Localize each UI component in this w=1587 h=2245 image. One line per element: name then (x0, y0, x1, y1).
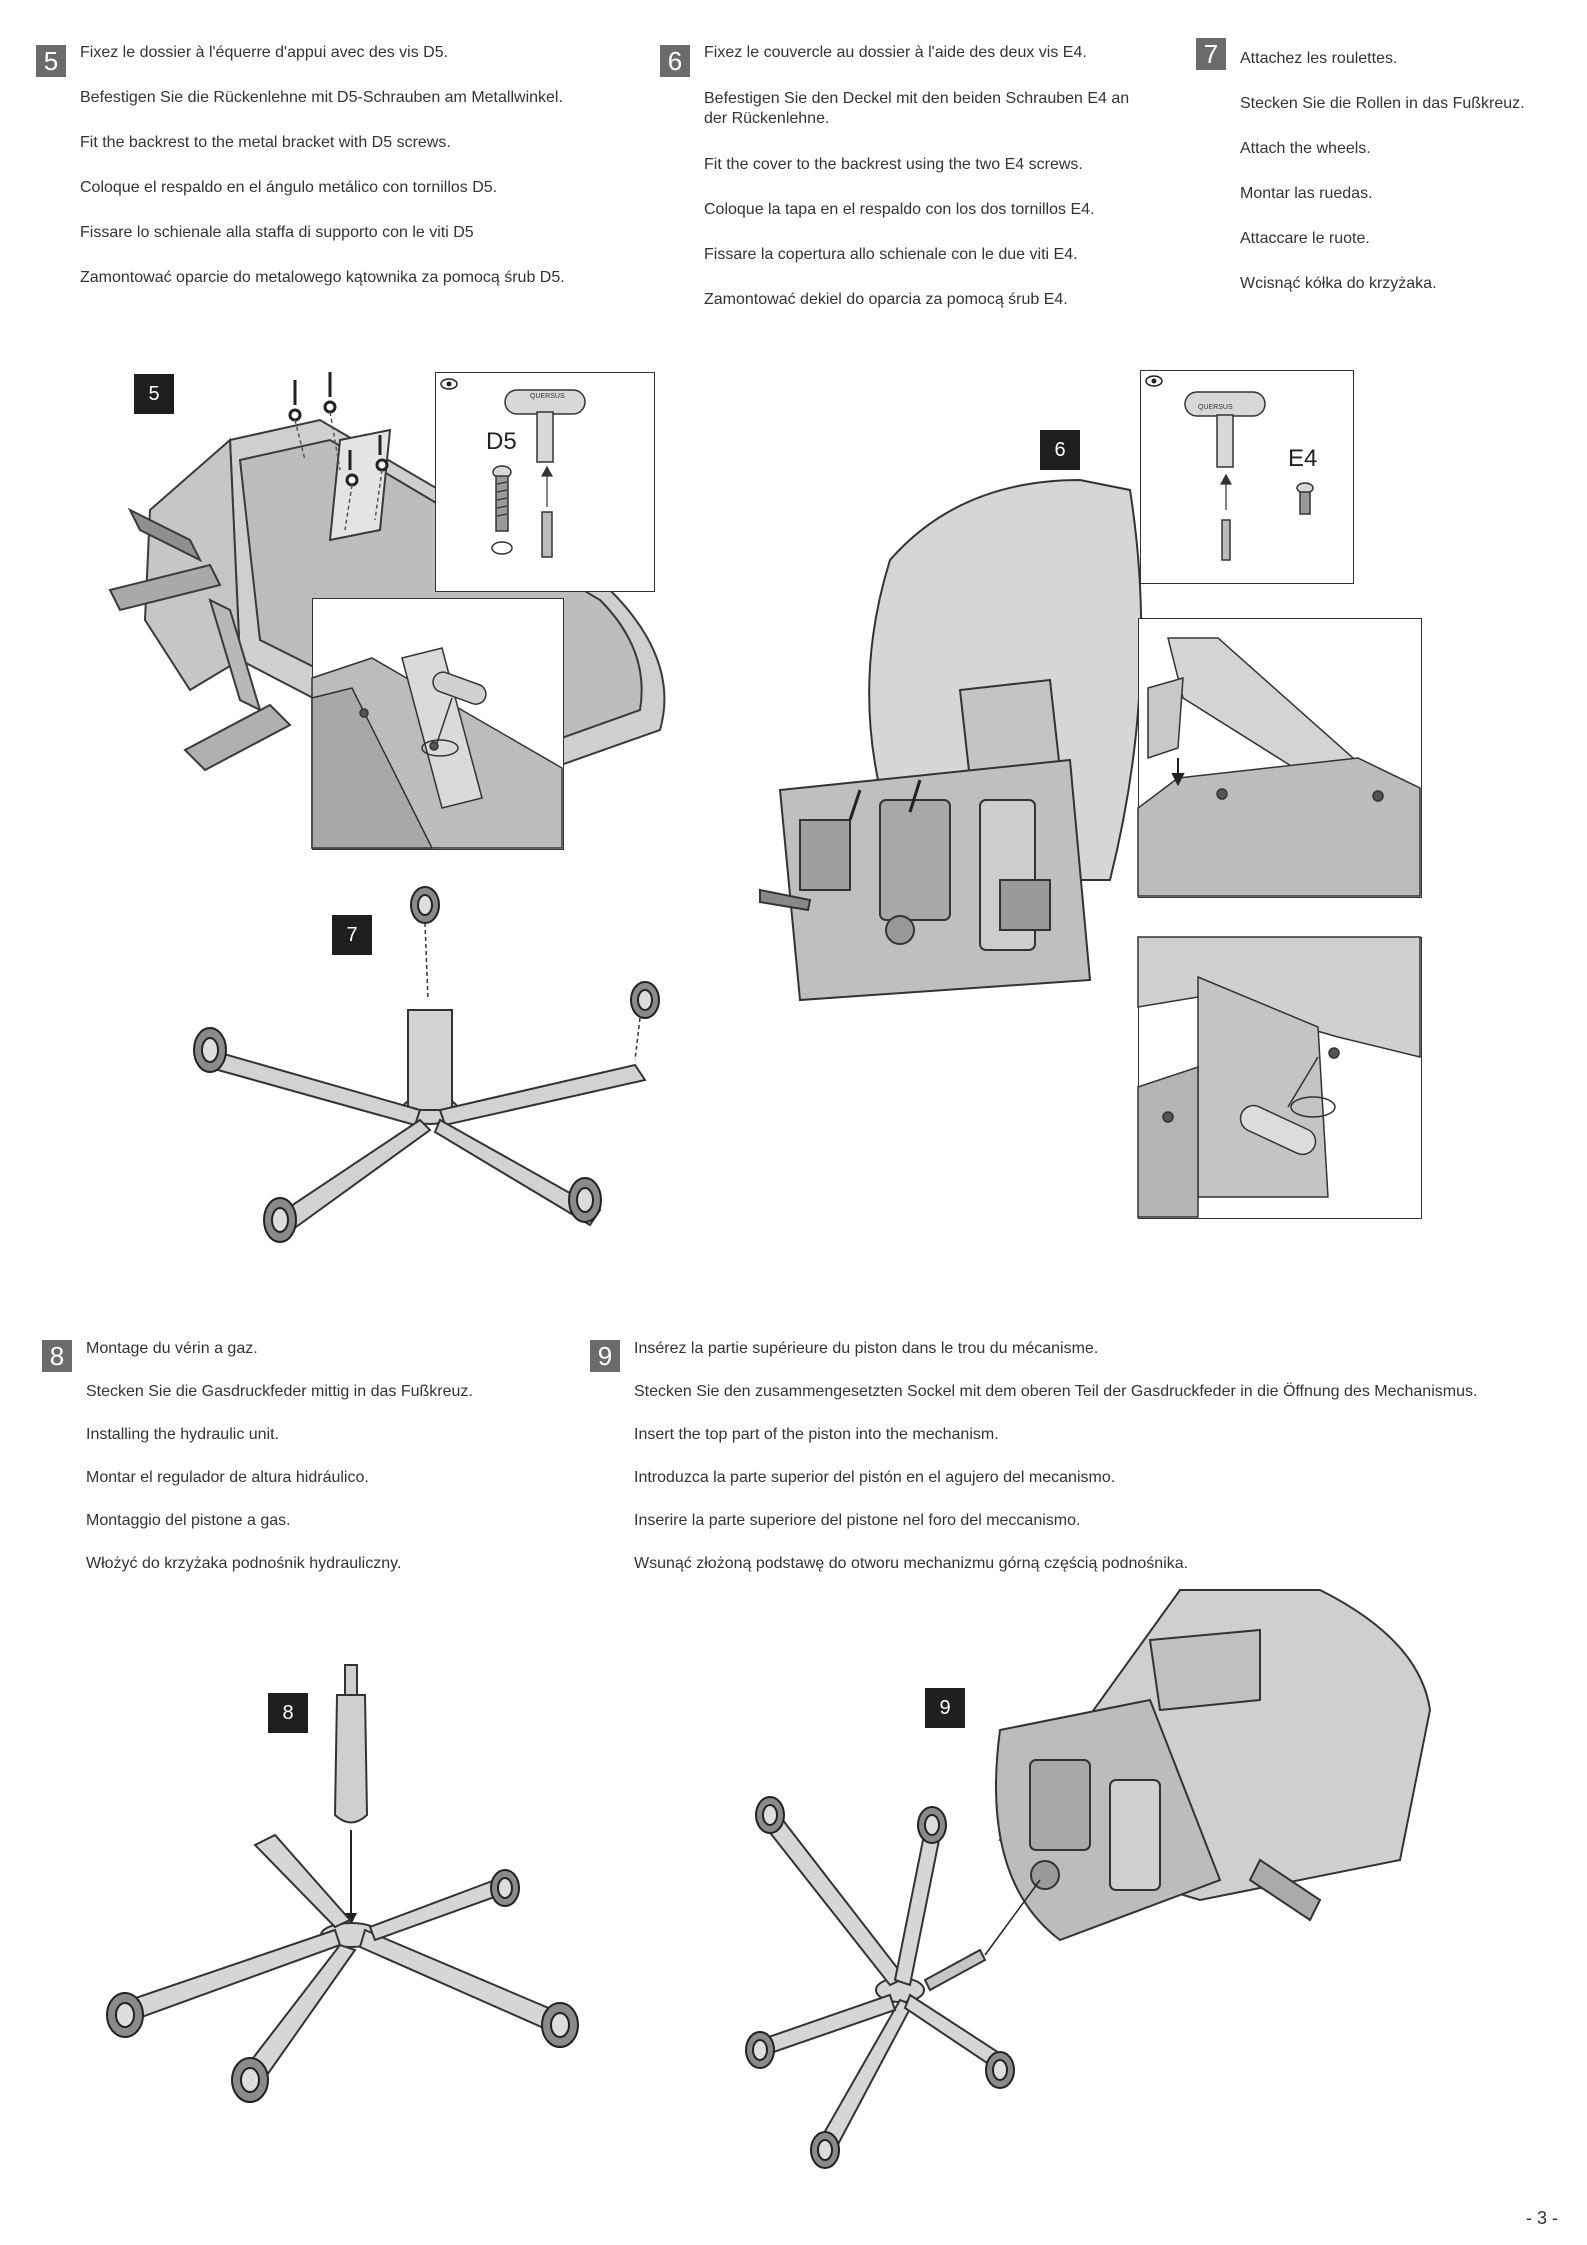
step-7-text-fr: Attachez les roulettes. (1240, 50, 1398, 67)
step-9-text-de: Stecken Sie den zusammengesetzten Sockel… (634, 1383, 1478, 1400)
step-9-text-it: Inserire la parte superiore del pistone … (634, 1512, 1081, 1529)
figure-9-assembly-illustration (745, 1589, 1432, 2169)
step-7-badge: 7 (1196, 38, 1226, 70)
step-5-text-pl: Zamontować oparcie do metalowego kątowni… (80, 269, 565, 286)
figure-7-wheel-base-illustration (193, 886, 660, 1243)
e4-screw-label: E4 (1288, 445, 1318, 472)
step-7-text-it: Attaccare le ruote. (1240, 230, 1370, 247)
page-number: - 3 - (1526, 2208, 1559, 2228)
figure-5-eye-icon (440, 378, 458, 390)
figure-6-eye-icon (1145, 375, 1163, 387)
step-6-text-fr: Fixez le couvercle au dossier à l'aide d… (704, 44, 1087, 61)
step-8-text-es: Montar el regulador de altura hidráulico… (86, 1469, 369, 1486)
step-5-text-es: Coloque el respaldo en el ángulo metálic… (80, 179, 498, 196)
step-8-text-en: Installing the hydraulic unit. (86, 1426, 279, 1443)
step-6-text-es: Coloque la tapa en el respaldo con los d… (704, 201, 1095, 218)
step-9-text-en: Insert the top part of the piston into t… (634, 1426, 999, 1443)
step-6-badge: 6 (660, 45, 690, 77)
step-6-text-de: Befestigen Sie den Deckel mit den beiden… (704, 90, 1130, 127)
figure-6-chair-back-illustration (759, 478, 1143, 1002)
step-9-badge: 9 (590, 1340, 620, 1372)
figure-6-label: 6 (1040, 430, 1080, 470)
step-5-text-fr: Fixez le dossier à l'équerre d'appui ave… (80, 44, 449, 61)
step-6-text-it: Fissare la copertura allo schienale con … (704, 246, 1078, 263)
step-5-text-de: Befestigen Sie die Rückenlehne mit D5-Sc… (80, 89, 563, 106)
step-5-badge: 5 (36, 45, 66, 77)
step-7-text-en: Attach the wheels. (1240, 140, 1371, 157)
step-5-text-it: Fissare lo schienale alla staffa di supp… (80, 224, 474, 241)
step-8-text-pl: Włożyć do krzyżaka podnośnik hydrauliczn… (86, 1555, 402, 1572)
step-8-text-fr: Montage du vérin a gaz. (86, 1340, 258, 1357)
figure-5-closeup-drawing (311, 647, 563, 849)
step-8-badge: 8 (42, 1340, 72, 1372)
figure-8-gas-lift-illustration (106, 1664, 579, 2103)
figure-6-screwdriver-drawing (1137, 936, 1421, 1218)
figure-5-label: 5 (134, 374, 174, 414)
step-8-text-de: Stecken Sie die Gasdruckfeder mittig in … (86, 1383, 473, 1400)
step-7-text-es: Montar las ruedas. (1240, 185, 1373, 202)
step-6-text-en: Fit the cover to the backrest using the … (704, 156, 1083, 173)
figure-6-tool-brand: QUERSUS (1198, 404, 1233, 411)
figure-7-label: 7 (332, 915, 372, 955)
step-8-text-it: Montaggio del pistone a gas. (86, 1512, 291, 1529)
figure-8-label: 8 (268, 1693, 308, 1733)
figure-9-label: 9 (925, 1688, 965, 1728)
figure-5-tool-and-screw (491, 389, 586, 558)
step-7-text-pl: Wcisnąć kółka do krzyżaka. (1240, 275, 1437, 292)
d5-screw-label: D5 (486, 428, 517, 455)
figure-6-tool-and-screw (1184, 391, 1314, 561)
step-9-text-pl: Wsunąć złożoną podstawę do otworu mechan… (634, 1555, 1189, 1572)
step-5-text-en: Fit the backrest to the metal bracket wi… (80, 134, 451, 151)
step-9-text-es: Introduzca la parte superior del pistón … (634, 1469, 1116, 1486)
step-6-text-pl: Zamontować dekiel do oparcia za pomocą ś… (704, 291, 1068, 308)
step-7-text-de: Stecken Sie die Rollen in das Fußkreuz. (1240, 95, 1525, 112)
step-9-text-fr: Insérez la partie supérieure du piston d… (634, 1340, 1099, 1357)
figure-5-tool-brand: QUERSUS (530, 393, 565, 400)
figure-6-cover-drawing (1137, 637, 1421, 897)
